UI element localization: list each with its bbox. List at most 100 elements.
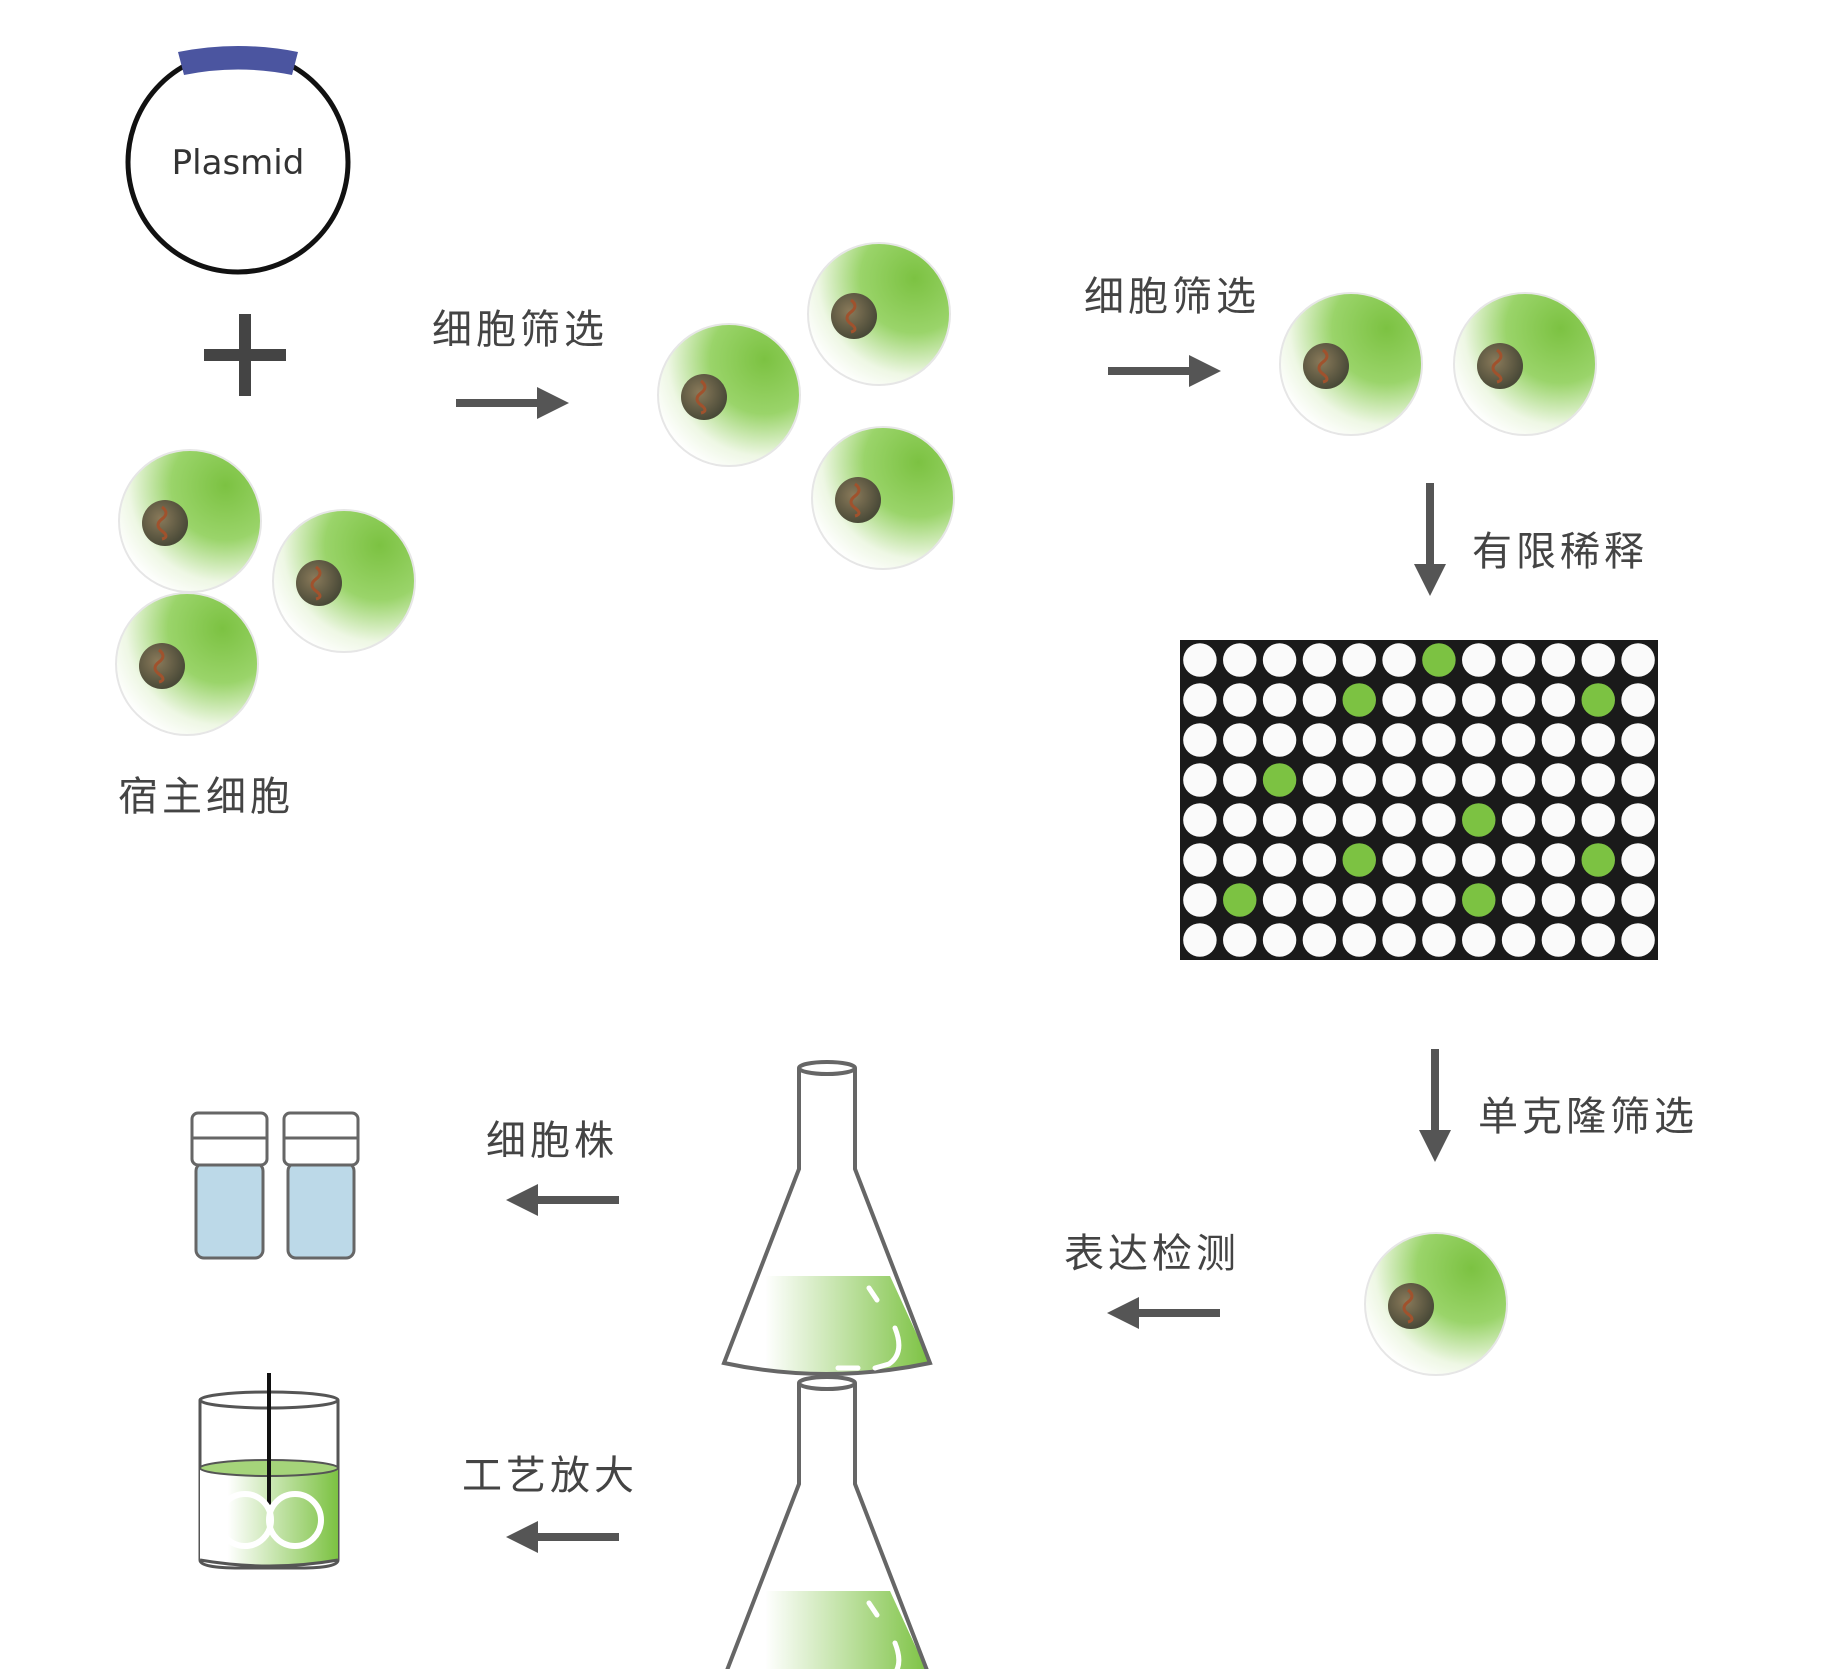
limiting-dilution-label: 有限稀释 <box>1472 529 1648 575</box>
96-well-plate <box>1180 640 1658 960</box>
well <box>1223 923 1257 957</box>
well <box>1581 883 1615 917</box>
well <box>1581 723 1615 757</box>
well-positive <box>1422 643 1456 677</box>
well <box>1422 803 1456 837</box>
well <box>1302 643 1337 677</box>
monoclonal-screening-label: 单克隆筛选 <box>1478 1094 1698 1140</box>
well <box>1501 843 1536 877</box>
well <box>1382 763 1416 797</box>
well <box>1382 843 1416 877</box>
cell <box>811 426 955 570</box>
well <box>1621 923 1655 957</box>
well <box>1342 923 1376 957</box>
well <box>1462 923 1496 957</box>
well <box>1541 803 1576 837</box>
well <box>1223 723 1257 757</box>
arrows <box>456 355 1451 1553</box>
plasmid-label: Plasmid <box>172 143 305 183</box>
well <box>1262 843 1297 877</box>
well <box>1541 723 1576 757</box>
well <box>1183 763 1217 797</box>
well <box>1621 883 1655 917</box>
cell <box>118 449 262 593</box>
well <box>1223 803 1257 837</box>
well <box>1422 883 1456 917</box>
cell <box>657 323 801 467</box>
well <box>1302 923 1337 957</box>
well <box>1223 683 1257 717</box>
bioreactor <box>198 1373 340 1570</box>
well <box>1223 643 1257 677</box>
well <box>1581 643 1615 677</box>
well-positive <box>1262 763 1297 797</box>
well <box>1621 723 1655 757</box>
well <box>1501 763 1536 797</box>
well <box>1183 923 1217 957</box>
well <box>1541 923 1576 957</box>
well <box>1302 803 1337 837</box>
well <box>1621 683 1655 717</box>
nucleus <box>296 560 342 606</box>
nucleus <box>142 500 188 546</box>
well-positive <box>1581 843 1615 877</box>
well <box>1501 643 1536 677</box>
erlenmeyer-flask <box>725 1375 929 1669</box>
well-positive <box>1342 683 1376 717</box>
well <box>1302 723 1337 757</box>
nucleus <box>1303 343 1349 389</box>
well <box>1223 763 1257 797</box>
well <box>1342 883 1376 917</box>
well <box>1382 683 1416 717</box>
well-positive <box>1462 803 1496 837</box>
well <box>1183 803 1217 837</box>
well <box>1501 803 1536 837</box>
well-positive <box>1462 883 1496 917</box>
cell <box>272 509 416 653</box>
well <box>1382 923 1416 957</box>
cell <box>1364 1232 1508 1376</box>
screening-label-2: 细胞筛选 <box>1084 274 1260 320</box>
flasks <box>721 1060 933 1669</box>
well <box>1302 763 1337 797</box>
cell <box>1279 292 1423 436</box>
erlenmeyer-flask <box>721 1060 933 1376</box>
well <box>1223 843 1257 877</box>
well <box>1183 883 1217 917</box>
well <box>1501 883 1536 917</box>
cell <box>1453 292 1597 436</box>
well <box>1541 883 1576 917</box>
well <box>1462 643 1496 677</box>
well <box>1262 803 1297 837</box>
cryovial <box>190 1111 269 1260</box>
well <box>1183 843 1217 877</box>
well <box>1501 683 1536 717</box>
well <box>1462 683 1496 717</box>
well <box>1422 843 1456 877</box>
well <box>1541 643 1576 677</box>
nucleus <box>1477 343 1523 389</box>
well <box>1462 763 1496 797</box>
expression-test-label: 表达检测 <box>1064 1231 1240 1277</box>
plasmid-insert <box>178 46 298 75</box>
cryovial <box>282 1111 360 1260</box>
nucleus <box>835 477 881 523</box>
well <box>1342 723 1376 757</box>
plus-icon <box>204 314 286 396</box>
well <box>1501 923 1536 957</box>
well <box>1342 643 1376 677</box>
nucleus <box>139 643 185 689</box>
well <box>1422 763 1456 797</box>
screening-label-1: 细胞筛选 <box>432 307 608 353</box>
well <box>1382 723 1416 757</box>
well <box>1621 843 1655 877</box>
well <box>1621 763 1655 797</box>
nucleus <box>831 293 877 339</box>
well <box>1541 683 1576 717</box>
cells-layer <box>115 242 1597 1376</box>
well <box>1302 683 1337 717</box>
well <box>1382 803 1416 837</box>
well <box>1581 803 1615 837</box>
well <box>1262 723 1297 757</box>
well <box>1302 843 1337 877</box>
